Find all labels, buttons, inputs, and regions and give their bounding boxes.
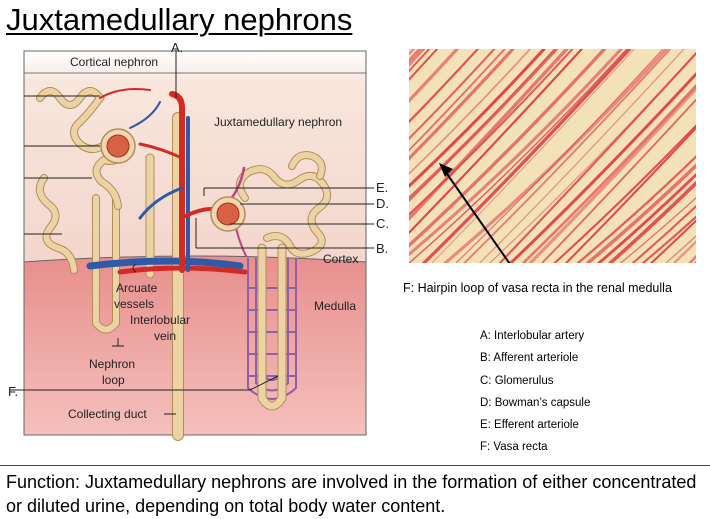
- micrograph-vessel: [422, 47, 632, 265]
- micrograph-vessel: [553, 109, 710, 264]
- micrograph-vessel: [650, 205, 710, 264]
- label-c: C.: [376, 216, 389, 231]
- label-interlobular-vein-1: Interlobular: [130, 313, 190, 327]
- nephron-diagram: Cortical nephron A. Juxtamedullary nephr…: [0, 38, 400, 443]
- label-nephron-loop-1: Nephron: [89, 357, 135, 371]
- micrograph-vessel: [541, 83, 710, 264]
- interlobular-vessels: [99, 88, 190, 273]
- label-nephron-loop-2: loop: [102, 373, 125, 387]
- micrograph-vessel: [565, 111, 710, 265]
- micrograph-vessel: [479, 48, 685, 264]
- legend-item: C: Glomerulus: [480, 374, 554, 387]
- label-juxtamedullary-nephron: Juxtamedullary nephron: [214, 115, 342, 129]
- label-cortex: Cortex: [323, 252, 358, 266]
- label-cortical-nephron: Cortical nephron: [70, 55, 158, 69]
- juxtamedullary-convoluted-tubule: [235, 151, 332, 258]
- label-collecting-duct: Collecting duct: [68, 407, 147, 421]
- cortical-nephron-loop: [92, 194, 120, 334]
- divider: [0, 465, 710, 466]
- micrograph-vessel: [576, 141, 710, 265]
- function-text: Function: Juxtamedullary nephrons are in…: [6, 472, 697, 516]
- label-a: A.: [171, 40, 183, 55]
- micrograph-vessel: [397, 47, 623, 265]
- micrograph-vessel: [463, 48, 672, 264]
- micrograph-vessel: [498, 47, 702, 265]
- label-arcuate-vessels-2: vessels: [114, 297, 154, 311]
- label-interlobular-vein-2: vein: [154, 329, 176, 343]
- micrograph-vessel: [665, 222, 710, 264]
- vasa-recta-micrograph: [124, 47, 710, 278]
- label-b: B.: [376, 241, 388, 256]
- micrograph-vessel: [455, 48, 664, 264]
- label-medulla: Medulla: [314, 299, 356, 313]
- legend-item: A: Interlobular artery: [480, 330, 585, 342]
- micrograph-vessel: [631, 191, 710, 265]
- micrograph-vessel: [431, 48, 635, 264]
- juxtamedullary-nephron-loop: [257, 243, 287, 411]
- legend-item: E: Efferent arteriole: [480, 419, 579, 432]
- legend-item: F: Vasa recta: [480, 441, 548, 454]
- arrow-head: [439, 163, 453, 177]
- label-f: F.: [8, 384, 18, 399]
- legend-item: B: Afferent arteriole: [480, 352, 579, 365]
- collecting-duct: [145, 112, 184, 441]
- micrograph-vessel: [388, 47, 607, 265]
- legend: A: Interlobular artery B: Afferent arter…: [480, 328, 590, 462]
- micrograph-vessel: [408, 48, 628, 264]
- pointer-arrow: [444, 170, 520, 278]
- page-title: Juxtamedullary nephrons: [6, 2, 353, 37]
- cortical-convoluted-tubule: [35, 87, 131, 274]
- micrograph-vessel: [509, 56, 710, 265]
- legend-item: D: Bowman’s capsule: [480, 396, 591, 409]
- micrograph-vessel: [608, 167, 710, 265]
- micrograph-caption: F: Hairpin loop of vasa recta in the ren…: [403, 281, 672, 295]
- label-d: D.: [376, 196, 389, 211]
- cortical-glomerulus: [100, 128, 136, 164]
- juxtamedullary-glomerulus: [210, 196, 246, 232]
- leader-lines: [10, 50, 374, 415]
- label-e: E.: [376, 180, 388, 195]
- label-arcuate-vessels-1: Arcuate: [116, 281, 158, 295]
- micrograph-vessel: [641, 202, 710, 265]
- micrograph-vessel: [620, 184, 710, 264]
